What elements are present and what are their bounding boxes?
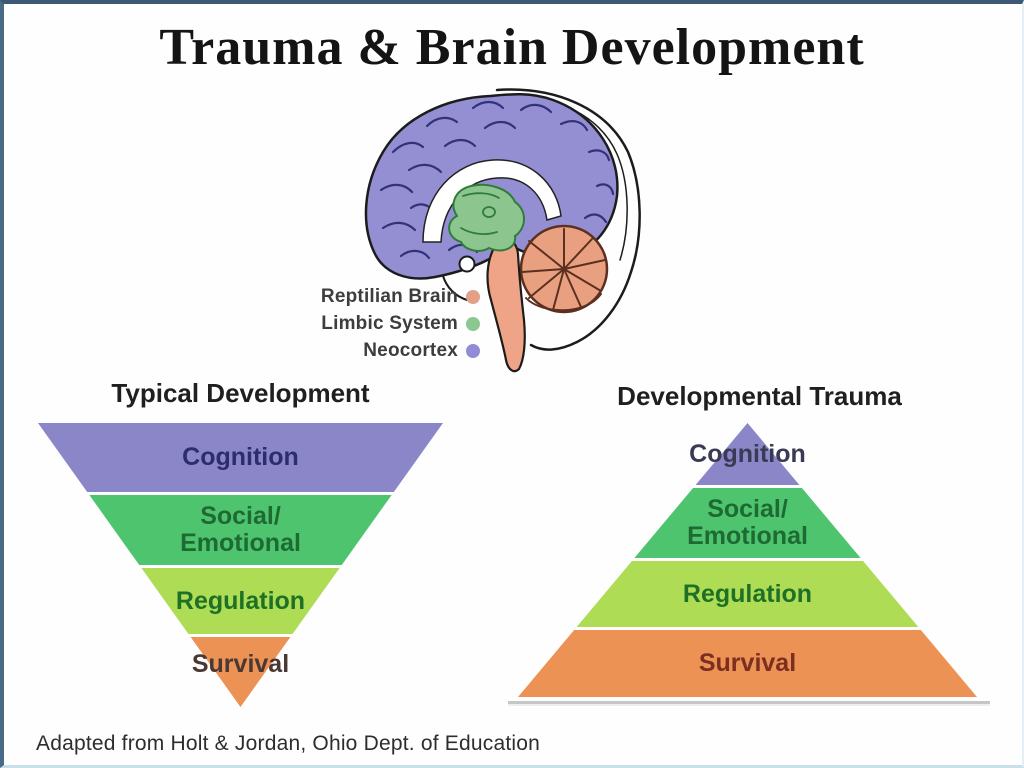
lower-contour xyxy=(442,275,468,301)
page-title: Trauma & Brain Development xyxy=(159,19,865,76)
legend-label: Neocortex xyxy=(363,339,458,361)
developmental-trauma-pyramid: Cognition Social/ Emotional Regulation S… xyxy=(518,423,977,697)
brain-illustration xyxy=(364,88,641,373)
cerebellum-region xyxy=(519,224,609,314)
limbic-system-dot-icon xyxy=(466,316,480,331)
legend-row-neocortex: Neocortex xyxy=(280,337,480,364)
brain-legend: Reptilian Brain Limbic System Neocortex xyxy=(280,283,480,364)
limbic-region xyxy=(448,183,525,252)
typical-development-pyramid: Cognition Social/ Emotional Regulation S… xyxy=(38,423,443,707)
typical-development-heading: Typical Development xyxy=(111,378,370,408)
pituitary-circle xyxy=(458,255,476,273)
trauma-band-survival: Survival xyxy=(518,630,977,697)
reptilian-brain-dot-icon xyxy=(466,289,480,304)
attribution-text: Adapted from Holt & Jordan, Ohio Dept. o… xyxy=(36,732,540,755)
brainstem-region xyxy=(486,234,526,373)
band-label-regulation: Regulation xyxy=(175,586,306,615)
band-label-social-emotional: Social/ Emotional xyxy=(180,502,301,557)
legend-label: Reptilian Brain xyxy=(320,285,458,307)
legend-row-limbic: Limbic System xyxy=(280,310,480,337)
typical-band-survival: Survival xyxy=(38,637,443,707)
typical-band-cognition: Cognition xyxy=(38,423,443,492)
band-label-regulation: Regulation xyxy=(682,579,813,608)
band-label-survival: Survival xyxy=(191,650,290,678)
band-label-cognition: Cognition xyxy=(182,443,299,471)
head-outline xyxy=(495,88,641,351)
band-label-social-emotional: Social/ Emotional xyxy=(687,495,808,550)
developmental-trauma-heading: Developmental Trauma xyxy=(617,381,902,411)
legend-label: Limbic System xyxy=(321,312,458,334)
typical-band-social-emotional: Social/ Emotional xyxy=(38,495,443,565)
typical-band-regulation: Regulation xyxy=(38,568,443,634)
band-label-cognition: Cognition xyxy=(689,439,806,468)
trauma-band-social-emotional: Social/ Emotional xyxy=(518,488,977,558)
band-label-survival: Survival xyxy=(698,649,797,677)
trauma-band-cognition: Cognition xyxy=(518,423,977,485)
neocortex-dot-icon xyxy=(466,343,480,358)
pyramid-baseline xyxy=(508,701,990,706)
trauma-band-regulation: Regulation xyxy=(518,561,977,627)
legend-row-reptilian: Reptilian Brain xyxy=(280,283,480,310)
